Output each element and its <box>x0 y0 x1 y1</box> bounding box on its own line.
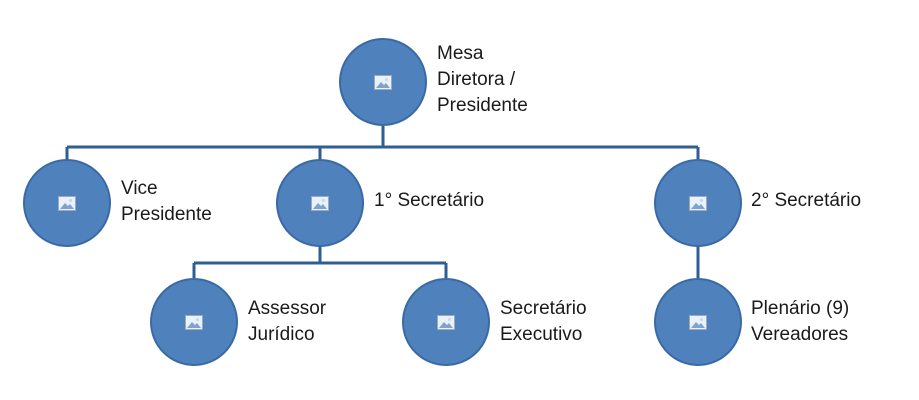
picture-placeholder-icon <box>311 196 329 211</box>
label-mesa-diretora: Mesa Diretora / Presidente <box>437 41 528 119</box>
node-vice-presidente <box>23 159 111 247</box>
node-mesa-diretora <box>339 38 427 126</box>
node-2-secretario <box>654 159 742 247</box>
label-2-secretario: 2° Secretário <box>751 188 861 214</box>
label-line: Vereadores <box>751 324 849 345</box>
label-line: Mesa <box>437 43 484 64</box>
label-line: Plenário (9) <box>751 298 850 319</box>
label-assessor-juridico: Assessor Jurídico <box>248 296 326 348</box>
node-secretario-executivo <box>402 278 490 366</box>
label-1-secretario: 1° Secretário <box>374 188 484 214</box>
label-line: Vice <box>121 178 158 199</box>
label-secretario-executivo: Secretário Executivo <box>500 296 587 348</box>
label-line: Diretora / <box>437 69 516 90</box>
node-1-secretario <box>276 159 364 247</box>
picture-placeholder-icon <box>58 196 76 211</box>
label-plenario: Plenário (9) Vereadores <box>751 296 849 348</box>
label-line: 1° Secretário <box>374 190 485 211</box>
node-assessor-juridico <box>150 278 238 366</box>
label-line: Presidente <box>121 204 212 225</box>
picture-placeholder-icon <box>689 315 707 330</box>
picture-placeholder-icon <box>374 75 392 90</box>
label-line: Jurídico <box>248 324 315 345</box>
label-line: Executivo <box>500 324 583 345</box>
label-line: Presidente <box>437 95 528 116</box>
picture-placeholder-icon <box>185 315 203 330</box>
picture-placeholder-icon <box>437 315 455 330</box>
label-line: 2° Secretário <box>751 190 862 211</box>
label-line: Secretário <box>500 298 587 319</box>
picture-placeholder-icon <box>689 196 707 211</box>
label-line: Assessor <box>248 298 327 319</box>
label-vice-presidente: Vice Presidente <box>121 176 212 228</box>
node-plenario <box>654 278 742 366</box>
